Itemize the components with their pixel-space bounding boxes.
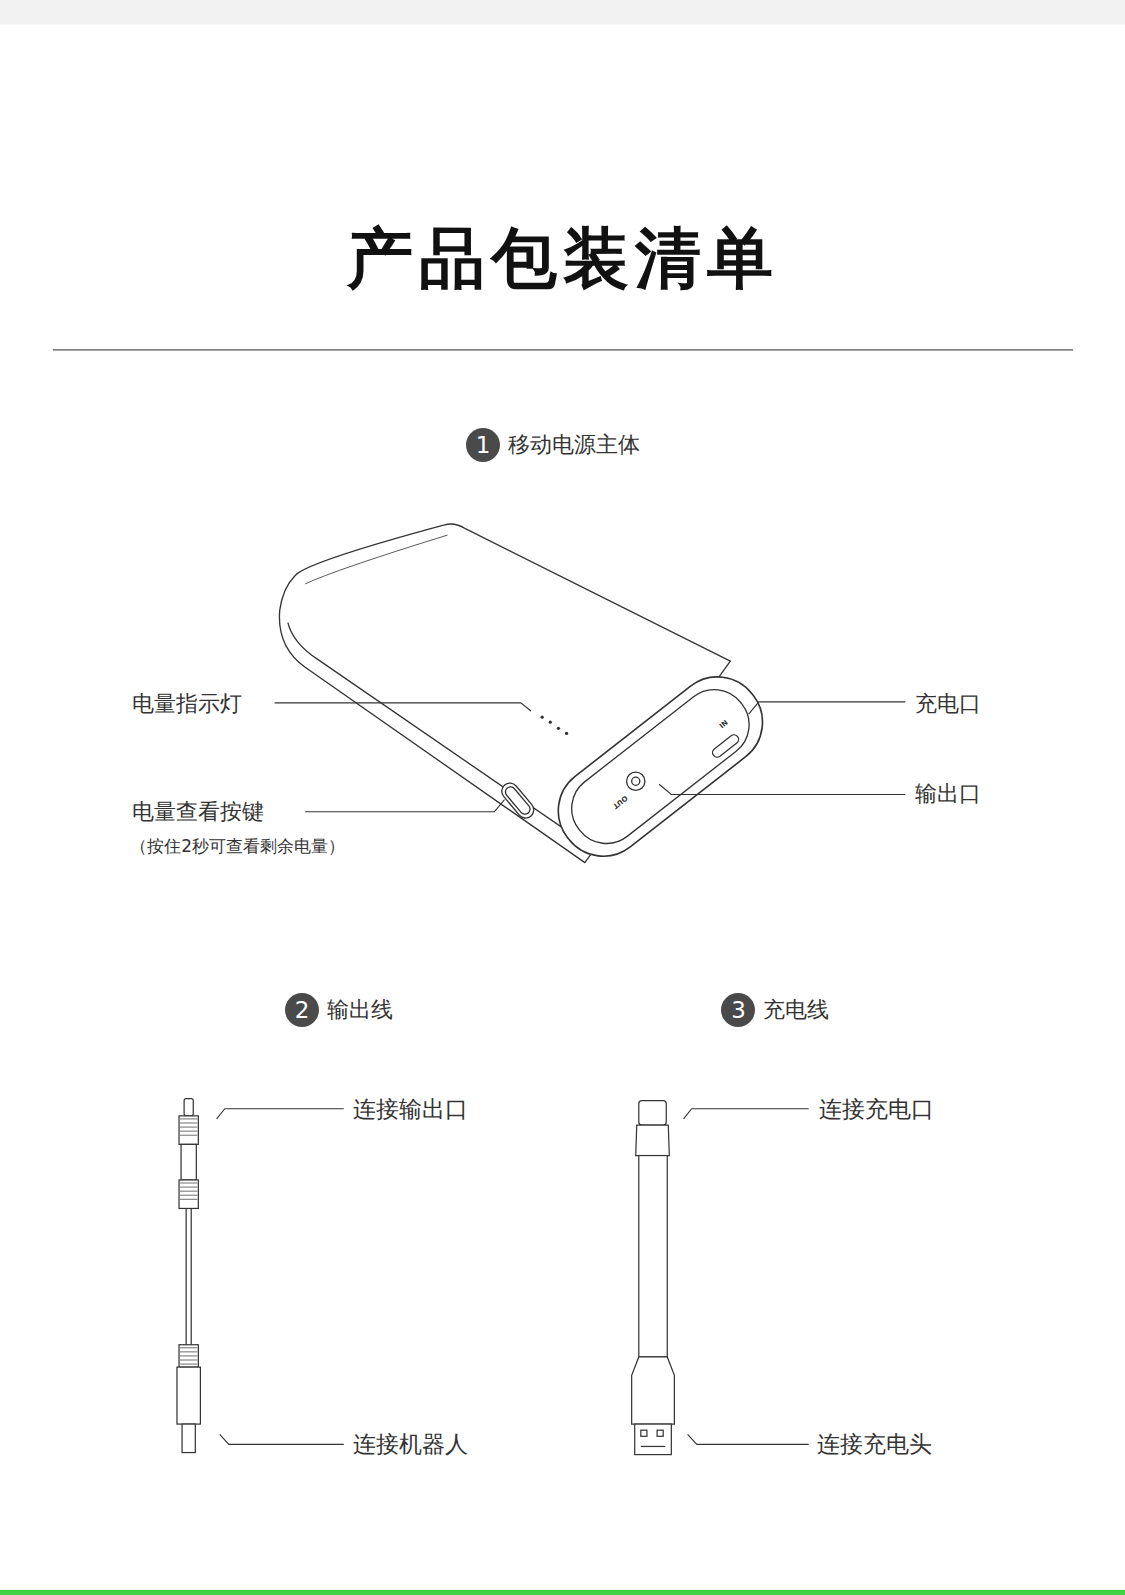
part-label: 电量指示灯 bbox=[132, 689, 242, 719]
part-label: 连接充电头 bbox=[817, 1429, 932, 1460]
callout-number: 1 bbox=[466, 432, 500, 458]
part-label: 连接输出口 bbox=[353, 1093, 468, 1124]
callout-number: 2 bbox=[285, 997, 319, 1023]
divider bbox=[53, 349, 1073, 350]
part-label: 充电口 bbox=[915, 689, 981, 719]
part-label: 输出口 bbox=[915, 779, 981, 809]
part-label: 连接机器人 bbox=[353, 1429, 468, 1460]
power-bank bbox=[279, 524, 780, 874]
part-label: 连接充电口 bbox=[819, 1093, 934, 1124]
part-heading: 移动电源主体 bbox=[508, 430, 640, 460]
part-label: 电量查看按键 bbox=[132, 797, 264, 827]
bottom-band bbox=[0, 1590, 1125, 1595]
callout-circle: 1移动电源主体 bbox=[466, 428, 500, 462]
callout-number: 3 bbox=[721, 997, 755, 1023]
charge-cable bbox=[632, 1101, 675, 1455]
page-title: 产品包装清单 bbox=[0, 214, 1125, 304]
part-heading: 输出线 bbox=[327, 995, 393, 1025]
top-band bbox=[0, 0, 1125, 24]
leader-lines bbox=[217, 702, 906, 1445]
part-label: （按住2秒可查看剩余电量） bbox=[130, 835, 345, 858]
output-cable bbox=[177, 1099, 200, 1453]
callout-circle: 2输出线 bbox=[285, 993, 319, 1027]
callout-circle: 3充电线 bbox=[721, 993, 755, 1027]
part-heading: 充电线 bbox=[763, 995, 829, 1025]
